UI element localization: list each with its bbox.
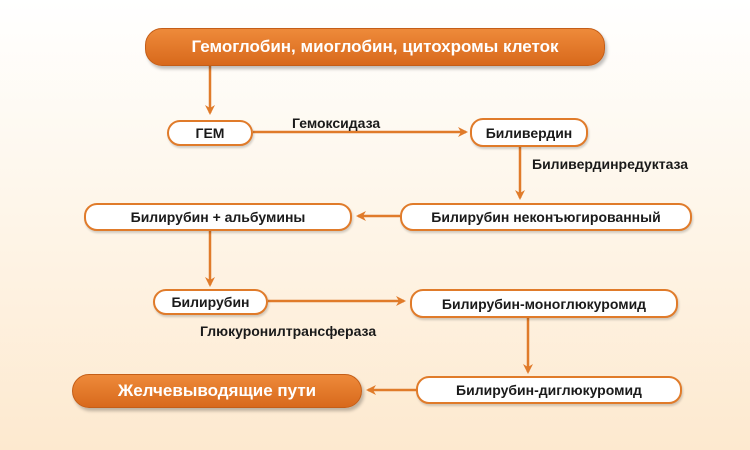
node-bilirubin-unconjugated: Билирубин неконъюгированный xyxy=(400,203,692,231)
node-bile-ducts: Желчевыводящие пути xyxy=(72,374,362,408)
node-sources: Гемоглобин, миоглобин, цитохромы клеток xyxy=(145,28,605,66)
node-bilirubin-monoglucuronide: Билирубин-моноглюкуромид xyxy=(410,289,678,318)
enzyme-glucuronyltransferase: Глюкуронилтрансфераза xyxy=(200,323,377,339)
node-biliverdin: Биливердин xyxy=(470,118,588,147)
node-bilirubin-diglucuronide: Билирубин-диглюкуромид xyxy=(416,376,682,404)
node-bilirubin: Билирубин xyxy=(153,289,268,315)
enzyme-biliverdin-reductase: Биливердинредуктаза xyxy=(532,156,689,172)
enzyme-heme-oxygenase: Гемоксидаза xyxy=(292,115,381,131)
node-heme: ГЕМ xyxy=(167,120,253,146)
node-bilirubin-albumin: Билирубин + альбумины xyxy=(84,203,352,231)
